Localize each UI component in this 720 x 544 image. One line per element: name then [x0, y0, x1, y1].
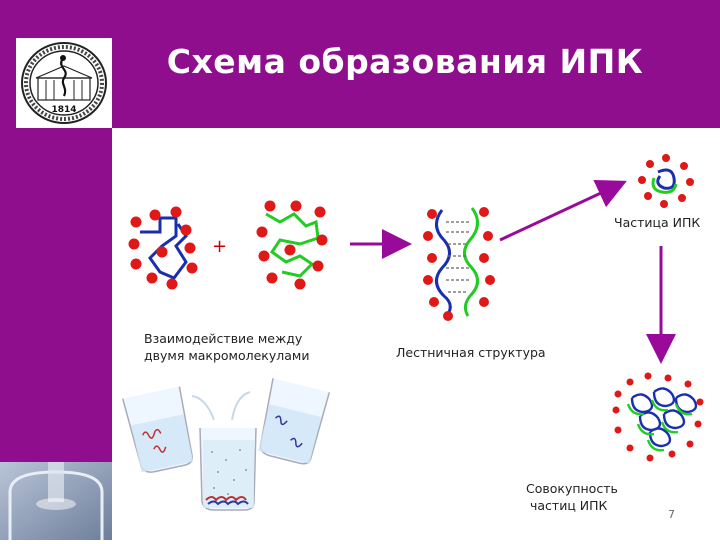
label-aggregate-line1: Совокупность [526, 481, 618, 496]
beakers-illustration [121, 378, 331, 511]
label-aggregate-line2: частиц ИПК [530, 498, 608, 513]
university-logo: 1814 [16, 38, 112, 128]
ipc-aggregate [612, 372, 704, 462]
ladder-structure [423, 207, 495, 321]
label-interaction: Взаимодействие между двумя макромолекула… [144, 330, 309, 364]
label-interaction-line1: Взаимодействие между [144, 331, 303, 346]
arrow-to-particle [499, 179, 627, 242]
label-particle: Частица ИПК [614, 215, 701, 230]
blue-macromolecule [128, 206, 198, 290]
label-interaction-line2: двумя макромолекулами [144, 348, 310, 363]
slide-title: Схема образования ИПК [166, 42, 644, 81]
svg-text:1814: 1814 [51, 105, 76, 115]
label-ladder: Лестничная структура [396, 345, 546, 360]
page-number: 7 [668, 508, 675, 521]
ipc-particle [638, 154, 694, 208]
lab-photo [0, 462, 112, 540]
slide-header [0, 0, 720, 128]
green-macromolecule [256, 200, 328, 290]
plus-sign: + [212, 236, 228, 257]
label-aggregate: Совокупность частиц ИПК [526, 480, 618, 514]
